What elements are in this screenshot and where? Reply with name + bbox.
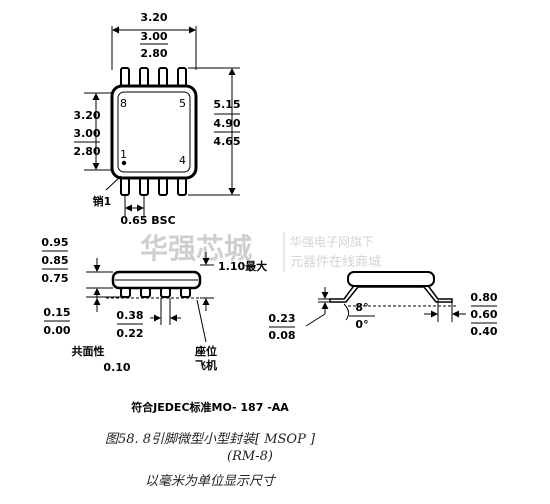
max-height: 1.10最大 — [218, 259, 267, 273]
body-thickness-max: 0.95 — [41, 236, 68, 249]
body-thickness-nom: 0.85 — [41, 254, 68, 267]
foot-length-nom: 0.60 — [470, 308, 497, 321]
pin-label-4: 4 — [179, 154, 186, 167]
seating-plane-label-1: 座位 — [194, 344, 217, 358]
end-view: 8° 0° 0.23 0.08 0.80 0.60 0.40 — [268, 271, 498, 342]
pin-label-1: 1 — [120, 148, 127, 161]
body-height-min: 2.80 — [73, 145, 100, 158]
body-height-nom: 3.00 — [73, 127, 100, 140]
pin-label-8: 8 — [120, 97, 127, 110]
end-body — [347, 271, 435, 287]
body-width-min: 2.80 — [140, 47, 167, 60]
caption-line-3: 以毫米为单位显示尺寸 — [144, 474, 275, 489]
foot-length-max: 0.80 — [470, 291, 497, 304]
watermark-sub-2: 元器件在线商城 — [290, 255, 381, 270]
body-thickness-min: 0.75 — [41, 272, 68, 285]
side-view: 0.95 0.85 0.75 1.10最大 0.15 0.00 0.38 0.2… — [41, 236, 267, 374]
lead-pitch: 0.65 BSC — [120, 214, 175, 227]
watermark-main: 华强芯城 — [140, 232, 252, 265]
caption-line-2: (RM-8) — [227, 449, 273, 464]
watermark-sub-1: 华强电子网旗下 — [290, 234, 374, 249]
lead-angle-min: 0° — [355, 318, 368, 331]
lead-width-max: 0.38 — [116, 309, 143, 322]
lead-span-min: 4.65 — [213, 135, 240, 148]
pin-label-5: 5 — [179, 97, 186, 110]
standoff-max: 0.15 — [43, 306, 70, 319]
lead-thickness-max: 0.23 — [268, 312, 295, 325]
pin1-label: 销1 — [93, 194, 112, 208]
pin1-dot — [121, 160, 127, 166]
caption-line-1: 图58. 8引脚微型小型封装[ MSOP ] — [104, 432, 316, 447]
package-body — [110, 84, 198, 180]
side-leads — [120, 287, 191, 298]
body-height-max: 3.20 — [73, 109, 100, 122]
lead-thickness-min: 0.08 — [268, 329, 295, 342]
lead-width-min: 0.22 — [116, 327, 143, 340]
top-view: 8 5 1 4 3.20 3.00 2.80 3.20 3.00 2.80 5.… — [73, 11, 240, 227]
coplanarity-value: 0.10 — [103, 361, 130, 374]
jedec-note: 符合JEDEC标准MO- 187 -AA — [131, 401, 289, 414]
seating-plane-label-2: 飞机 — [195, 358, 217, 372]
lead-angle-max: 8° — [355, 301, 368, 314]
coplanarity-label: 共面性 — [72, 344, 105, 358]
body-width-max: 3.20 — [140, 11, 167, 24]
watermark: 华强芯城 华强电子网旗下 元器件在线商城 — [140, 232, 381, 272]
lead-span-max: 5.15 — [213, 98, 240, 111]
standoff-min: 0.00 — [43, 324, 70, 337]
lead-span-nom: 4.90 — [213, 117, 240, 130]
foot-length-min: 0.40 — [470, 325, 497, 338]
body-width-nom: 3.00 — [140, 30, 167, 43]
